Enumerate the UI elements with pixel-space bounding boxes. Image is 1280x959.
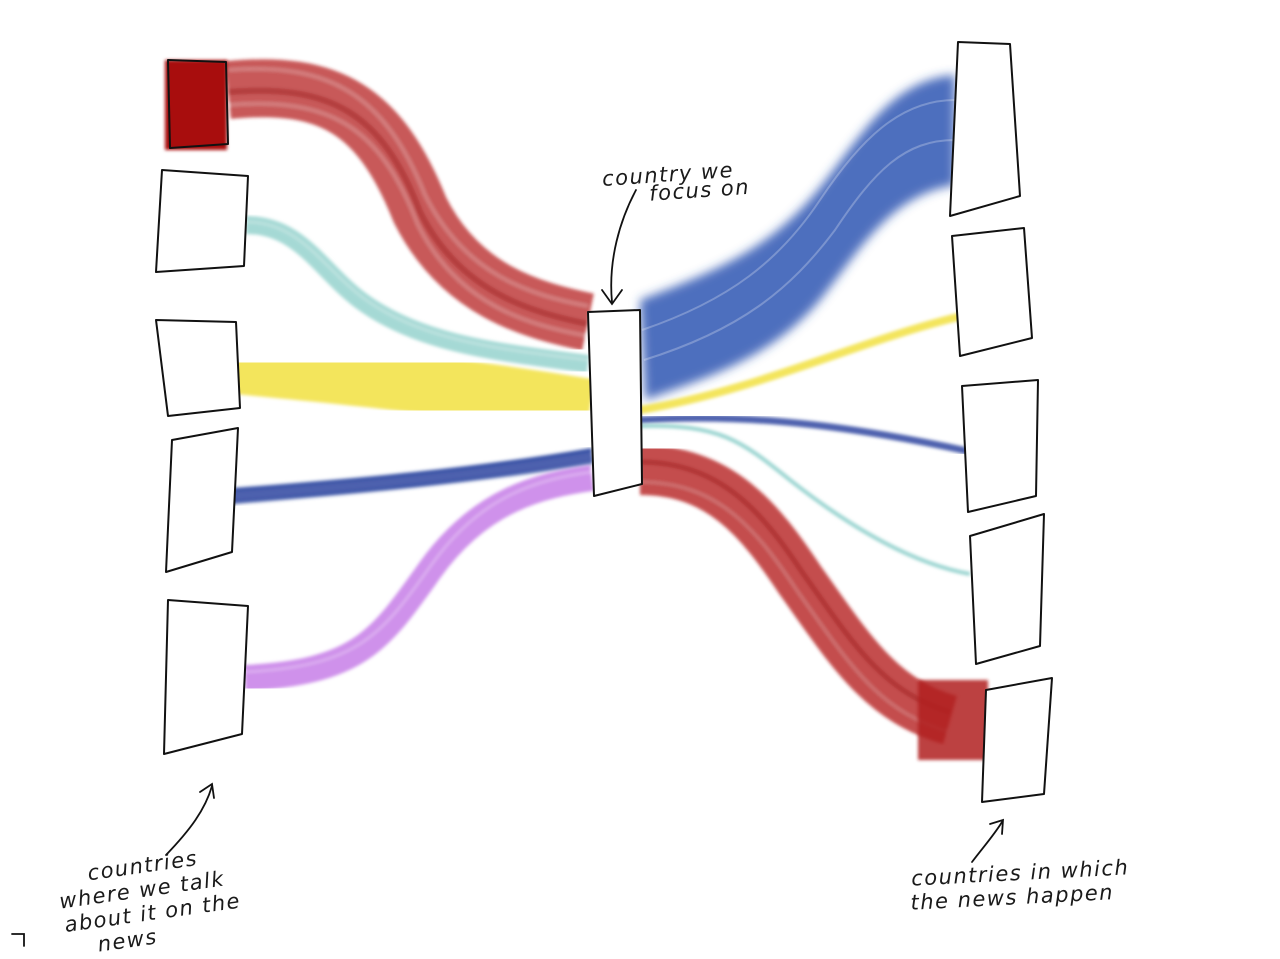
node-left-country-3 (155, 319, 241, 417)
node-right-country-4 (969, 513, 1045, 665)
flow-left-4-blue (227, 448, 594, 505)
node-left-country-2 (155, 169, 249, 273)
flow-right-1-texture (641, 99, 956, 361)
annotation-center: country we focus on (601, 158, 750, 206)
node-right-country-2 (951, 227, 1033, 357)
arrow-right-head (989, 818, 1004, 835)
arrow-left (165, 785, 213, 856)
node-left-country-1 (167, 59, 229, 149)
annotation-right: countries in which the news happen (910, 855, 1130, 914)
arrow-right (971, 821, 1003, 863)
node-right-country-3 (961, 379, 1039, 513)
arrow-center (610, 189, 637, 303)
arrow-center-head (601, 289, 623, 306)
node-left-country-5 (163, 599, 249, 755)
corner-mark (11, 933, 25, 947)
flow-left-3-yellow (233, 336, 595, 437)
flow-left-1-red (225, 59, 594, 351)
flow-right-5-block (918, 680, 988, 760)
node-focus-country (587, 309, 643, 497)
flow-right-5-red (639, 445, 958, 745)
node-left-country-4 (165, 427, 239, 573)
annotation-left: countries where we talk about it on the … (58, 846, 243, 957)
flow-left-5-purple (244, 465, 594, 691)
flow-left-2-teal (245, 216, 590, 373)
flow-right-3-blue (639, 414, 973, 456)
flow-left-1-block (165, 60, 227, 150)
flow-right-1-blue (640, 75, 955, 400)
flow-right-4-teal (639, 423, 971, 576)
node-right-country-1 (949, 41, 1021, 217)
node-right-country-5 (981, 677, 1053, 803)
arrow-left-head (199, 782, 215, 799)
flow-right-2-yellow (639, 312, 963, 414)
